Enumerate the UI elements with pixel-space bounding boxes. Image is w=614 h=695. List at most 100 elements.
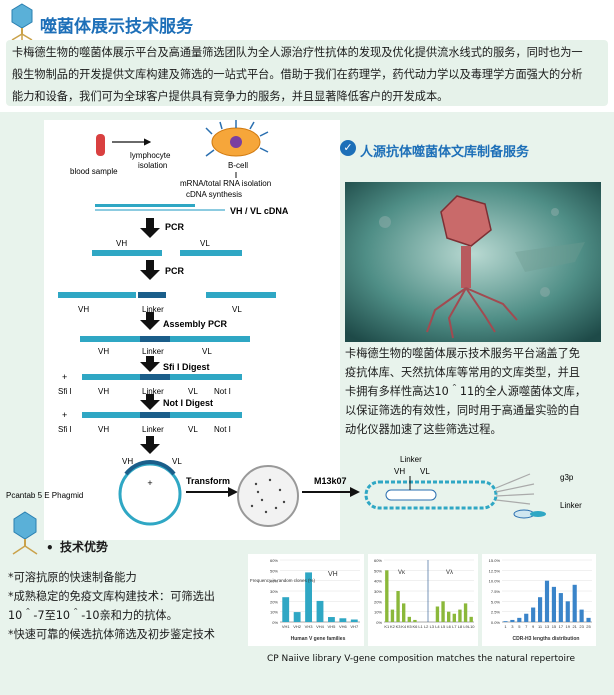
x-tick-label: K4: [401, 624, 407, 629]
noti-label: Not I: [214, 387, 231, 396]
workflow-svg: blood sample lymphocyte isolation B-cell…: [6, 120, 582, 527]
petri-dish: [237, 465, 299, 527]
mrna-label: mRNA/total RNA isolation: [180, 179, 271, 188]
arrow-down-icon: [140, 312, 160, 330]
y-tick-label: 20%: [374, 599, 382, 604]
x-tick-label: K1: [384, 624, 390, 629]
bar: [328, 617, 335, 622]
advantage-item: 10＾-7至10＾-10亲和力的抗体。: [8, 609, 178, 622]
x-tick-label: VH3: [305, 624, 314, 629]
bar: [316, 600, 324, 622]
x-tick-label: 15: [552, 624, 557, 629]
vl-label-5: VL: [188, 425, 198, 434]
x-tick-label: L10: [468, 624, 475, 629]
title-bar: 噬菌体展示技术服务: [0, 0, 614, 46]
x-tick-label: 7: [525, 624, 528, 629]
m13-label: M13k07: [314, 476, 347, 486]
phage-legs: [426, 287, 518, 339]
vh-linker-fragment: [58, 292, 136, 298]
bar: [510, 619, 515, 622]
y-tick-label: 0.0%: [491, 620, 501, 625]
assembly-pcr-label: Assembly PCR: [163, 319, 228, 329]
bar: [579, 609, 584, 622]
x-tick-label: K2: [390, 624, 396, 629]
bar: [282, 597, 290, 622]
vh-label: VH: [116, 239, 127, 248]
x-tick-label: VH7: [350, 624, 359, 629]
y-tick-label: 0%: [376, 620, 382, 625]
vl-label-7: VL: [420, 467, 430, 476]
check-icon: ✓: [340, 140, 356, 156]
y-tick-label: 15.0%: [489, 558, 501, 563]
pcr-label-2: PCR: [165, 266, 185, 276]
x-tick-label: VH4: [316, 624, 325, 629]
y-tick-label: 12.5%: [489, 568, 501, 573]
bar: [565, 601, 570, 622]
bar: [339, 618, 347, 622]
vl-label-4: VL: [188, 387, 198, 396]
arrow-down-icon: [140, 394, 160, 410]
bar: [435, 606, 440, 622]
x-tick-label: 3: [511, 624, 514, 629]
phage-illustration: [345, 182, 601, 342]
vl-label-6: VL: [172, 457, 182, 466]
x-tick-label: 9: [532, 624, 535, 629]
x-tick-label: VH5: [328, 624, 337, 629]
bar: [551, 586, 556, 622]
y-tick-label: 40%: [270, 579, 278, 584]
advantage-item: *成熟稳定的免疫文库构建技术：可筛选出: [8, 590, 215, 603]
x-tick-label: L6: [446, 624, 451, 629]
x-tick-label: L8: [458, 624, 463, 629]
arrow-right-icon: [350, 487, 360, 497]
x-tick-label: 21: [572, 624, 577, 629]
phagmid-label: Pcantab 5 E Phagmid: [6, 491, 83, 500]
vh-label-6: VH: [122, 457, 133, 466]
bar: [524, 613, 529, 622]
arrow-right-icon: [228, 487, 238, 497]
cdna-strand: [95, 204, 195, 207]
x-tick-label: L1: [418, 624, 423, 629]
bar: [293, 612, 301, 622]
advantages-title: 技术优势: [60, 540, 109, 554]
y-tick-label: 60%: [374, 558, 382, 563]
virus-icon: [12, 511, 38, 555]
bar: [558, 593, 563, 622]
bar: [385, 570, 389, 622]
y-tick-label: 2.5%: [491, 610, 501, 615]
x-axis-label: Human V gene families: [291, 636, 346, 642]
phage-particle: [364, 480, 498, 510]
y-tick-label: 60%: [270, 558, 278, 563]
bcell-label: B-cell: [228, 161, 248, 170]
linker-label-3: Linker: [142, 387, 164, 396]
plus-sign: +: [62, 372, 67, 382]
bar: [407, 616, 411, 622]
sfi-digest-label: Sfi I Digest: [163, 362, 210, 372]
x-tick-label: L3: [430, 624, 435, 629]
x-tick-label: 1: [504, 624, 507, 629]
desc-line: 动化仪器加速了这些筛选过程。: [345, 423, 502, 436]
vl-label: VL: [200, 239, 210, 248]
vl-fragment-2: [206, 292, 276, 298]
advantage-item: *快速可靠的候选抗体筛选及初步鉴定技术: [8, 628, 215, 641]
x-tick-label: L4: [435, 624, 440, 629]
x-tick-label: VH1: [282, 624, 291, 629]
x-tick-label: 13: [545, 624, 550, 629]
y-tick-label: 7.5%: [491, 589, 501, 594]
x-tick-label: 19: [566, 624, 571, 629]
library-title: 人源抗体噬菌体文库制备服务: [360, 145, 530, 160]
x-tick-label: L2: [424, 624, 429, 629]
y-tick-label: 0%: [272, 620, 278, 625]
bar: [413, 619, 417, 622]
bar: [463, 603, 468, 622]
x-tick-label: K5: [407, 624, 413, 629]
series-label: VH: [328, 571, 338, 578]
x-tick-label: 25: [586, 624, 591, 629]
arrow-down-icon: [140, 260, 160, 280]
intro-line: 卡梅德生物的噬菌体展示平台及高通量筛选团队为全人源治疗性抗体的发现及优化提供流水…: [12, 46, 583, 59]
x-tick-label: 23: [579, 624, 584, 629]
linker-label-5: Linker: [400, 455, 422, 464]
vl-label: Vλ: [446, 570, 453, 576]
linker-label-2: Linker: [142, 347, 164, 356]
